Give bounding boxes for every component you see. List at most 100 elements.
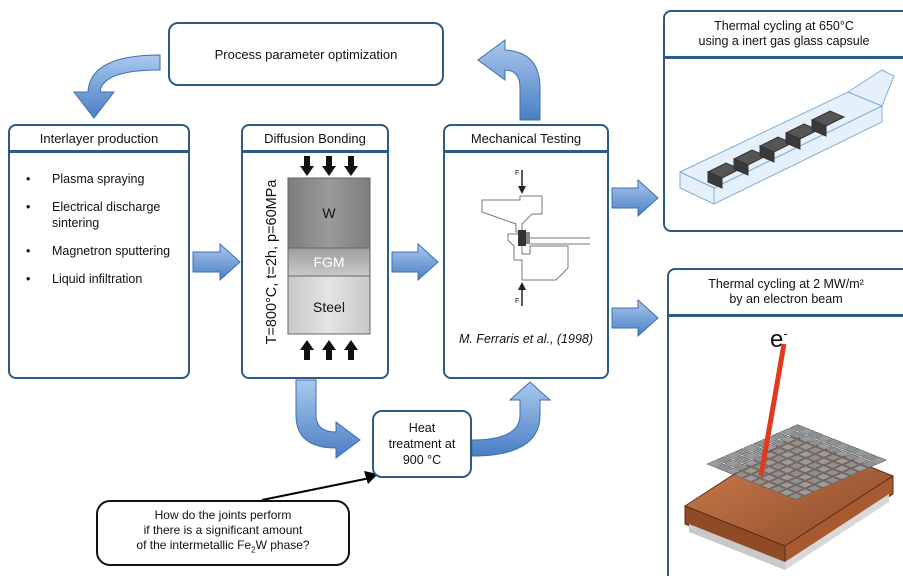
- question-line-1: How do the joints perform: [154, 508, 292, 523]
- tile: [824, 469, 842, 477]
- tile: [833, 457, 851, 465]
- tile: [815, 473, 833, 481]
- thermal-1-header: Thermal cycling at 650°C using a inert g…: [663, 10, 903, 58]
- thermal-1-line-2: using a inert gas glass capsule: [698, 34, 870, 48]
- tile: [789, 424, 807, 432]
- heat-line-2: treatment at: [388, 437, 456, 451]
- tile: [787, 477, 805, 485]
- tile: [852, 449, 870, 457]
- tile: [733, 463, 751, 471]
- tile: [779, 428, 797, 436]
- tile: [724, 459, 742, 468]
- layer-steel: [287, 275, 371, 335]
- tile: [743, 444, 761, 452]
- tile: [824, 476, 842, 484]
- electron-beam: [758, 343, 787, 477]
- tile: [797, 435, 815, 443]
- tile: [751, 478, 769, 486]
- arrow-to-thermal-2: [611, 298, 659, 338]
- tile: [733, 448, 751, 456]
- tile: [742, 474, 760, 482]
- tile: [797, 458, 815, 466]
- tile: [742, 459, 760, 467]
- tile: [814, 480, 832, 488]
- diffusion-stack-graphic: [287, 156, 371, 360]
- tile: [797, 465, 815, 474]
- list-item: Plasma spraying: [22, 171, 182, 187]
- curved-arrow-to-heat: [295, 379, 361, 459]
- tile: [816, 435, 834, 443]
- tile: [806, 439, 824, 447]
- force-label-bottom: F: [515, 298, 520, 305]
- tile: [760, 466, 778, 474]
- tile: [796, 488, 814, 496]
- tile: [760, 474, 778, 482]
- tile: [770, 432, 788, 440]
- tile: [733, 455, 751, 464]
- diffusion-header: Diffusion Bonding: [241, 124, 389, 152]
- tile: [833, 449, 851, 458]
- tile: [715, 463, 733, 472]
- mechanical-header: Mechanical Testing: [443, 124, 609, 152]
- list-item: Electrical discharge sintering: [22, 199, 182, 231]
- tile: [769, 470, 787, 478]
- tile: [806, 469, 824, 477]
- tile: [787, 469, 805, 478]
- tile: [797, 450, 815, 458]
- interlayer-title: Interlayer production: [39, 130, 159, 146]
- tile: [787, 485, 805, 493]
- tile: [842, 461, 860, 469]
- tile: [769, 462, 787, 470]
- thermal-1-line-1: Thermal cycling at 650°C: [714, 19, 854, 33]
- process-optimization-label: Process parameter optimization: [214, 46, 398, 62]
- tile: [733, 471, 751, 479]
- tile: [798, 427, 816, 436]
- tile: [742, 467, 760, 475]
- tile: [788, 439, 806, 447]
- interlayer-list: Plasma spraying Electrical discharge sin…: [22, 171, 182, 299]
- layer-fgm: [287, 247, 371, 277]
- tile: [788, 431, 806, 440]
- tile: [797, 443, 815, 451]
- tile: [770, 439, 788, 448]
- tile: [815, 450, 833, 458]
- tile: [825, 438, 843, 446]
- question-line-3: of the intermetallic Fe2W phase?: [136, 538, 310, 555]
- tile: [824, 461, 842, 469]
- tile: [778, 481, 796, 489]
- tile: [724, 452, 742, 460]
- citation: M. Ferraris et al., (1998): [458, 332, 594, 346]
- tile: [778, 473, 796, 482]
- question-box: How do the joints perform if there is a …: [96, 500, 350, 566]
- thermal-2-line-1: Thermal cycling at 2 MW/m²: [708, 277, 864, 291]
- tile: [842, 453, 860, 461]
- tile: [806, 461, 824, 470]
- tile: [824, 453, 842, 462]
- tile: [706, 460, 724, 468]
- layer-steel-label: Steel: [313, 299, 345, 315]
- layer-w: [287, 177, 371, 249]
- heat-treatment-box: Heat treatment at 900 °C: [372, 410, 472, 478]
- tile: [796, 473, 814, 481]
- arrow-to-diffusion: [192, 242, 241, 282]
- tile: [860, 460, 878, 468]
- tile: [843, 445, 861, 454]
- tile: [779, 443, 797, 451]
- glass-capsule-graphic: [678, 69, 895, 205]
- copper-block-side: [784, 475, 894, 565]
- tile: [851, 457, 869, 465]
- diffusion-params: T=800°C, t=2h, p=60MPa: [264, 179, 280, 345]
- tile: [760, 481, 778, 490]
- tile: [861, 453, 879, 461]
- list-item: Magnetron sputtering: [22, 243, 182, 259]
- heat-line-3: 900 °C: [402, 453, 442, 467]
- tile: [806, 446, 824, 454]
- tile: [806, 454, 824, 462]
- tile: [779, 435, 797, 444]
- force-label-top: F: [515, 170, 520, 177]
- tile: [769, 485, 787, 493]
- thermal-2-line-2: by an electron beam: [729, 292, 843, 306]
- list-item: Liquid infiltration: [22, 271, 182, 287]
- arrow-to-mechanical: [391, 242, 439, 282]
- curved-arrow-to-interlayer: [72, 54, 161, 119]
